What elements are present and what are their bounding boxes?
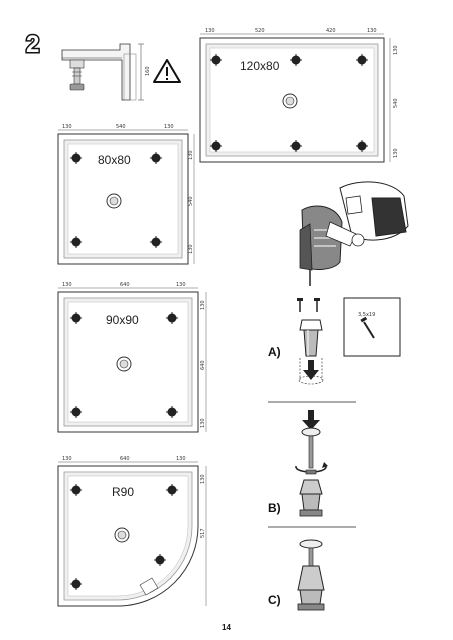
step-number: 2: [26, 31, 39, 58]
drill-icon: [299, 181, 409, 286]
screw-pair-icon: [297, 298, 320, 312]
dim-top-1: 130: [62, 282, 72, 288]
dim-right-1: 130: [393, 45, 399, 55]
warning-triangle-icon: [153, 59, 181, 83]
tray-120x80-label: 120x80: [240, 59, 280, 73]
side-view-diagram: 160: [61, 43, 151, 101]
dim-right-3: 130: [393, 148, 399, 158]
tray-r90-diagram: R90 130 640 130 130 517: [57, 456, 207, 607]
dim-top-2: 540: [116, 124, 126, 130]
step-a-label: A): [268, 345, 281, 359]
dim-right-1: 130: [200, 300, 206, 310]
foot-a-icon: [298, 319, 324, 385]
dim-right-3: 130: [200, 418, 206, 428]
tray-120x80-diagram: 120x80 130 520 420 130 130 540 130: [199, 28, 399, 163]
dim-right-2: 640: [200, 360, 206, 370]
dim-top-1: 130: [62, 456, 72, 462]
tray-90x90-label: 90x90: [106, 313, 139, 327]
step-b-label: B): [268, 501, 281, 515]
dim-top-1: 130: [205, 28, 215, 34]
dim-right-3: 130: [188, 244, 194, 254]
foot-b-icon: [295, 410, 328, 517]
dim-right-2: 517: [200, 528, 206, 538]
step-c-label: C): [268, 593, 281, 607]
screw-spec-box: 3,5x19: [343, 297, 401, 357]
dim-right-2: 540: [188, 196, 194, 206]
dim-top-2: 640: [120, 282, 130, 288]
page-number: 14: [222, 623, 231, 632]
dim-top-1: 130: [62, 124, 72, 130]
dim-top-3: 420: [326, 28, 336, 34]
dim-right-2: 540: [393, 98, 399, 108]
dim-top-2: 640: [120, 456, 130, 462]
tray-80x80-label: 80x80: [98, 153, 131, 167]
foot-c-icon: [297, 539, 325, 611]
screw-spec-label: 3,5x19: [358, 312, 375, 318]
tray-r90-label: R90: [112, 485, 134, 499]
dim-top-3: 130: [164, 124, 174, 130]
side-height-dim: 160: [145, 66, 151, 76]
dim-top-3: 130: [176, 282, 186, 288]
dim-right-1: 130: [188, 150, 194, 160]
dim-right-1: 130: [200, 474, 206, 484]
tray-90x90-diagram: 90x90 130 640 130 130 640 130: [57, 282, 207, 433]
dim-top-3: 130: [176, 456, 186, 462]
tray-80x80-diagram: 80x80 130 540 130 130 540 130: [57, 124, 195, 265]
dim-top-4: 130: [367, 28, 377, 34]
dim-top-2: 520: [255, 28, 265, 34]
